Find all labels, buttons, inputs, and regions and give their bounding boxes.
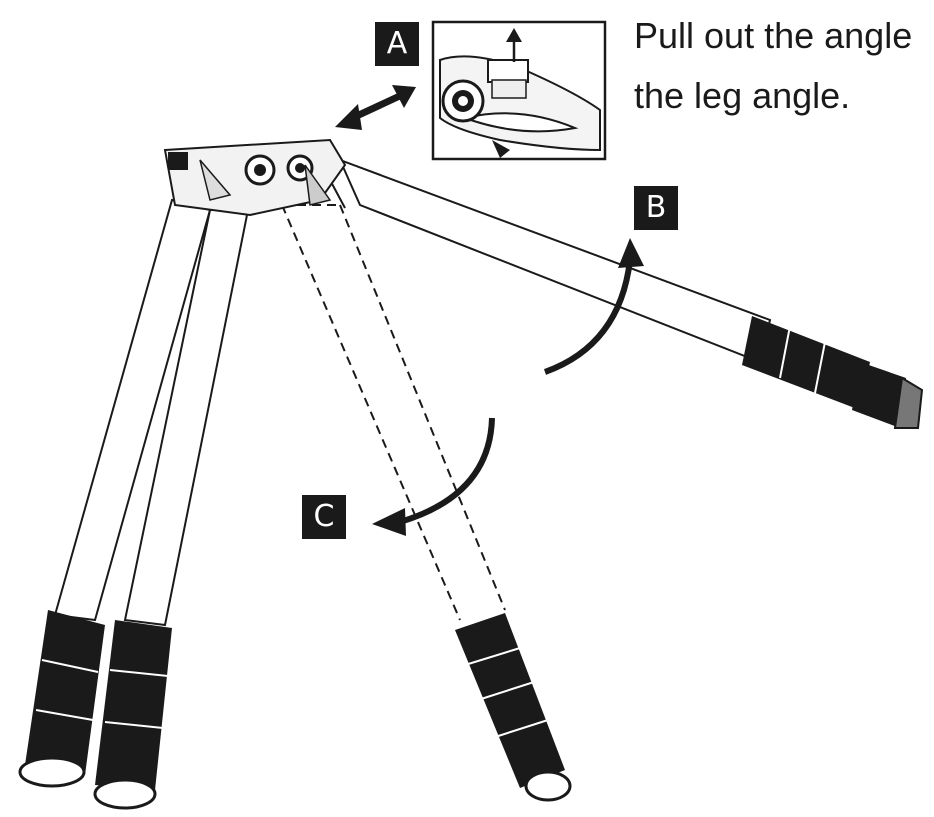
leg-right-raised [329,158,924,429]
label-c: C [302,495,346,539]
leg-middle-grip [455,613,572,802]
instruction-line-2: the leg angle. [634,75,851,116]
leg-left-inner [93,209,250,810]
double-arrow-icon [335,85,416,130]
label-a: A [375,22,419,66]
leg-middle-dashed [281,204,506,621]
curved-arrow-down-icon [372,417,495,536]
inset-detail [431,20,607,161]
tripod-head [163,138,347,217]
curved-arrow-up-icon [543,238,644,375]
label-b: B [634,186,678,230]
instruction-line-1: Pull out the angle [634,15,913,56]
